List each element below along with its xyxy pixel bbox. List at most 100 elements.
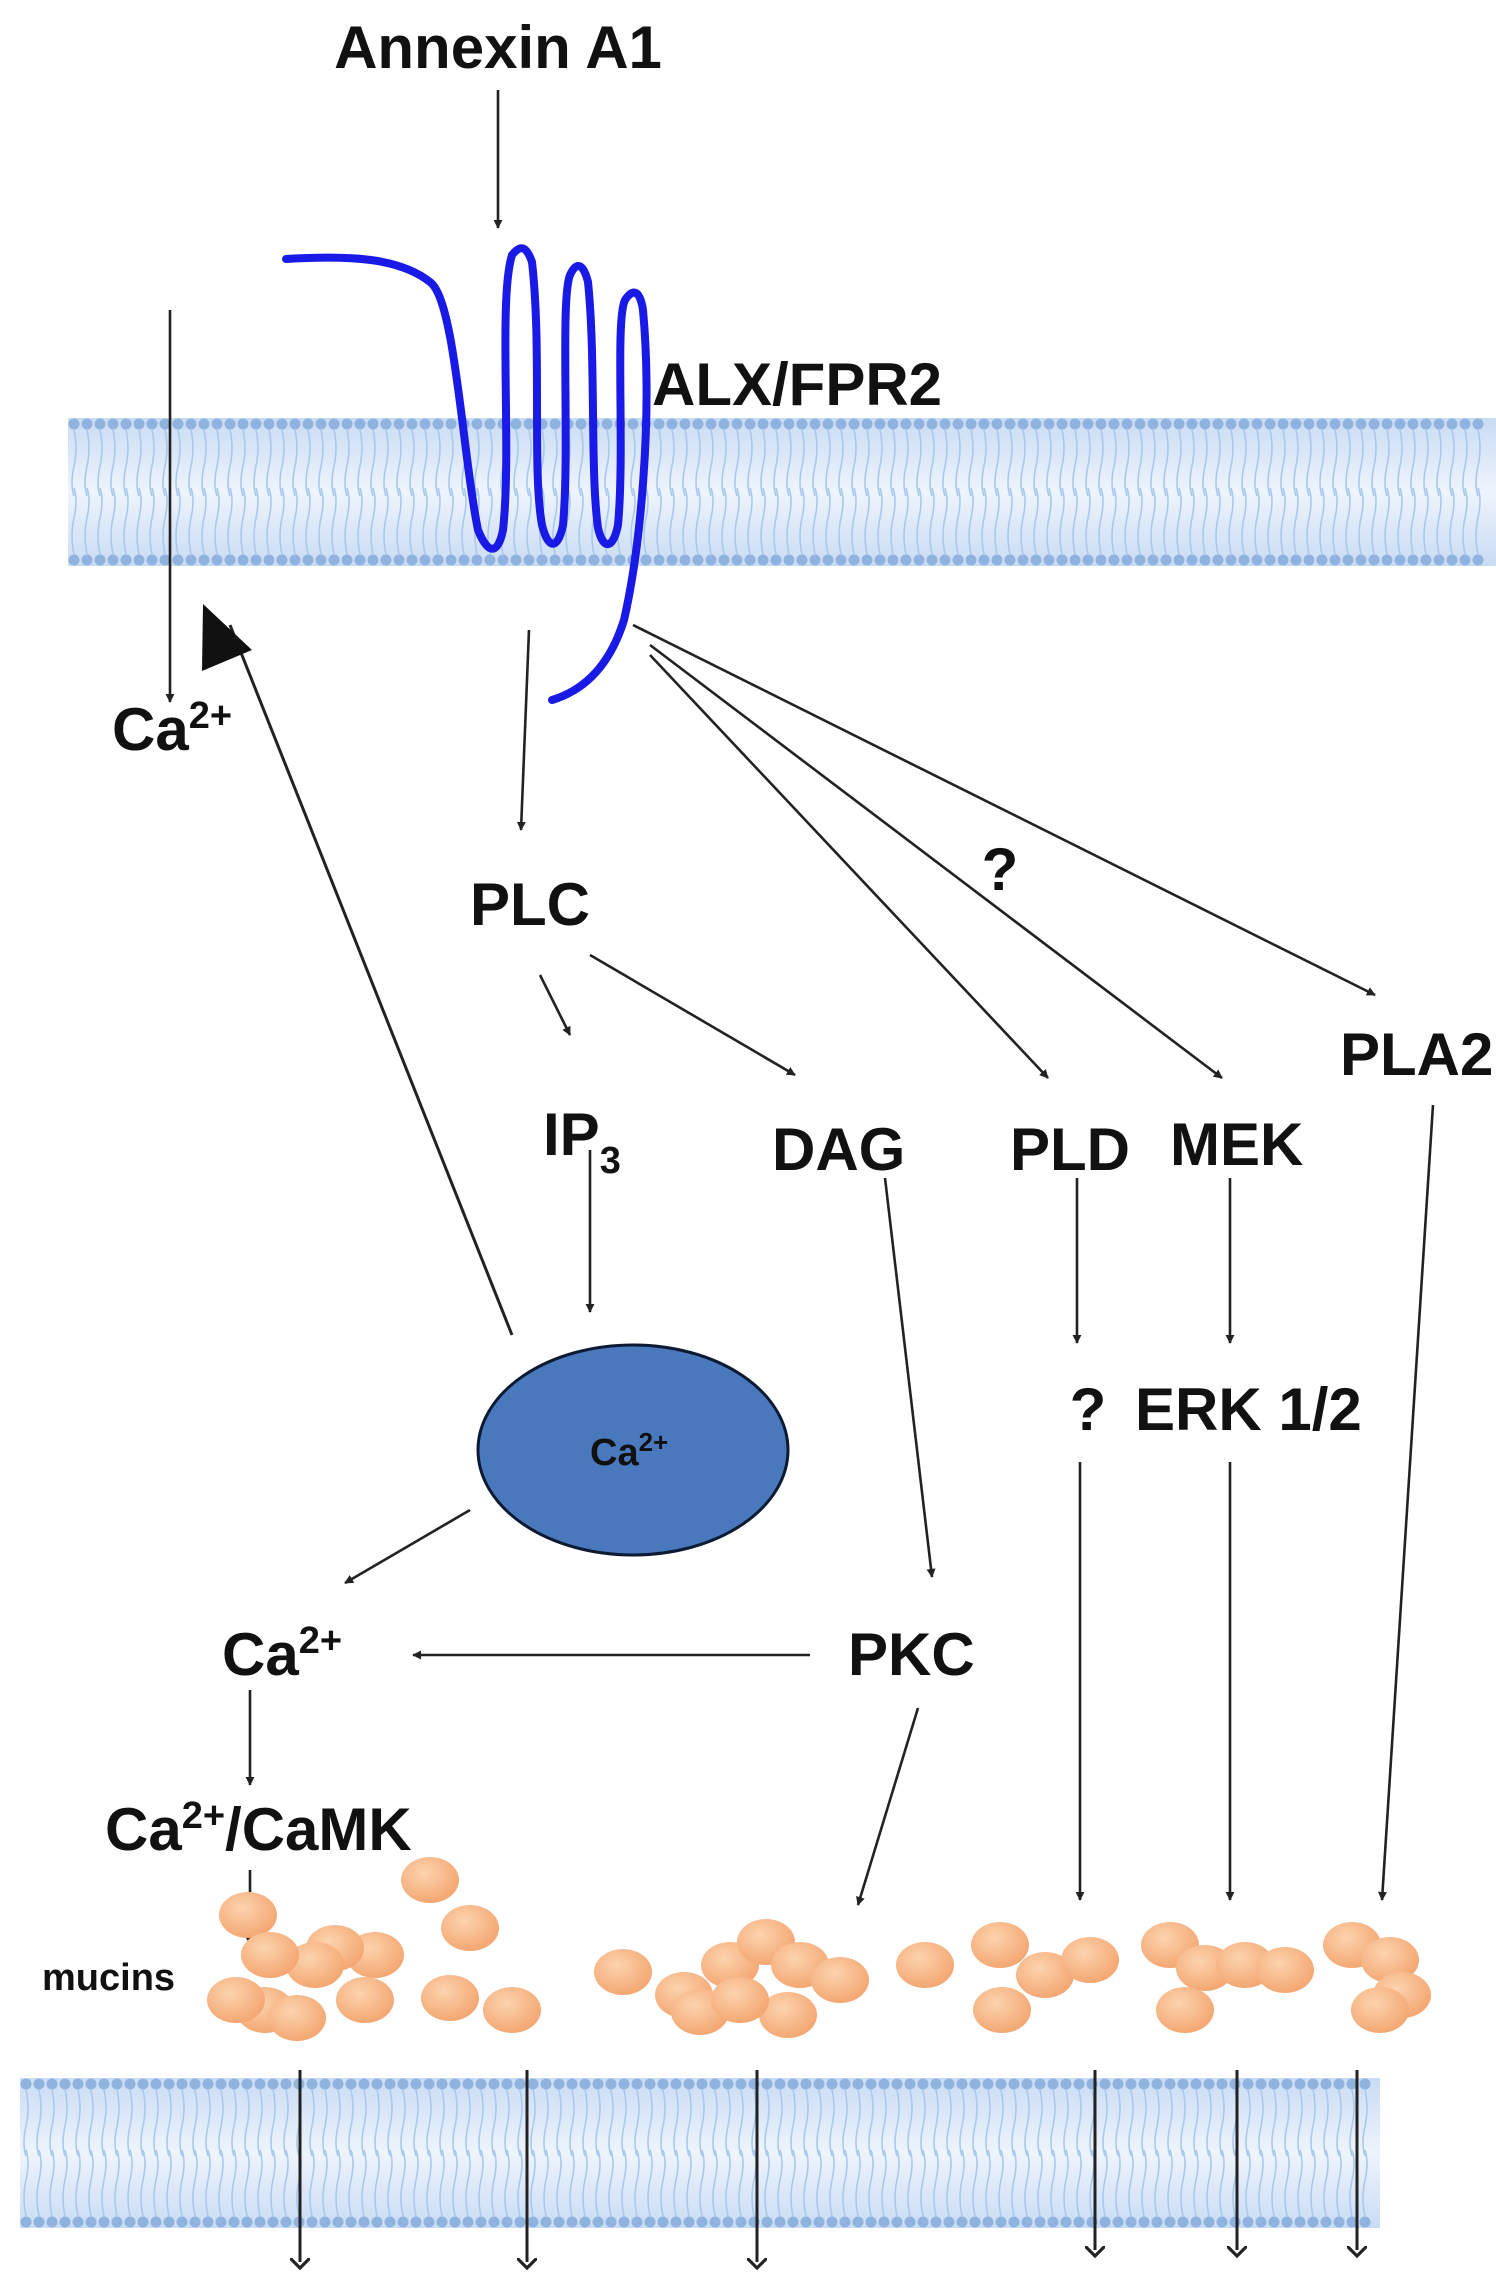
lipid-head	[1099, 2216, 1111, 2228]
store-ca-label: Ca2+	[590, 1427, 668, 1474]
lipid-head	[1264, 418, 1276, 430]
lipid-tail	[1228, 487, 1234, 555]
lipid-tail	[227, 487, 233, 555]
lipid-tail	[933, 2149, 939, 2217]
lipid-head	[692, 418, 704, 430]
lipid-head	[809, 554, 821, 566]
lipid-tail	[1046, 429, 1052, 497]
lipid-tail	[708, 487, 714, 555]
lipid-head	[523, 554, 535, 566]
lipid-head	[406, 554, 418, 566]
lipid-tail	[1284, 2149, 1290, 2217]
lipid-tail	[448, 429, 454, 497]
lipid-tail	[75, 2149, 81, 2217]
secretion-arrows	[300, 2070, 1357, 2262]
lipid-tail	[305, 487, 311, 555]
lipid-tail	[322, 2089, 328, 2157]
lipid-head	[995, 2216, 1007, 2228]
lipid-tail	[1059, 487, 1065, 555]
lipid-head	[718, 418, 730, 430]
lipid-head	[575, 554, 587, 566]
lipid-head	[718, 554, 730, 566]
lipid-tail	[257, 2089, 263, 2157]
lipid-head	[1138, 2078, 1150, 2090]
lipid-head	[943, 2216, 955, 2228]
lipid-tail	[1154, 2089, 1160, 2157]
lipid-head	[224, 554, 236, 566]
lipid-head	[965, 554, 977, 566]
lipid-head	[475, 2216, 487, 2228]
lipid-head	[640, 554, 652, 566]
lipid-head	[254, 2078, 266, 2090]
lipid-tail	[266, 487, 272, 555]
lipid-tail	[1141, 2089, 1147, 2157]
lipid-tail	[374, 2089, 380, 2157]
lipid-tail	[84, 487, 90, 555]
lipid-head	[874, 554, 886, 566]
lipid-head	[978, 554, 990, 566]
lipid-head	[813, 2078, 825, 2090]
lipid-head	[1255, 2216, 1267, 2228]
lipid-tail	[409, 429, 415, 497]
lipid-tail	[1410, 429, 1416, 497]
lipid-tail	[1436, 487, 1442, 555]
lipid-tail	[88, 2149, 94, 2217]
lipid-tail	[1241, 429, 1247, 497]
lipid-tail	[985, 2149, 991, 2217]
lipid-head	[488, 2216, 500, 2228]
mucin-granule	[896, 1942, 954, 1988]
lipid-tail	[1167, 2149, 1173, 2217]
lipid-tail	[396, 487, 402, 555]
lipid-head	[1138, 2216, 1150, 2228]
lipid-head	[484, 418, 496, 430]
lipid-head	[137, 2216, 149, 2228]
lipid-tail	[803, 2089, 809, 2157]
lipid-head	[1316, 418, 1328, 430]
lipid-tail	[114, 2089, 120, 2157]
lipid-tail	[747, 429, 753, 497]
lipid-head	[1368, 554, 1380, 566]
mucin-granule	[1156, 1987, 1214, 2033]
lipid-head	[1212, 554, 1224, 566]
lipid-head	[800, 2078, 812, 2090]
lipid-tail	[1076, 2149, 1082, 2217]
lipid-tail	[812, 429, 818, 497]
lipid-head	[826, 2216, 838, 2228]
lipid-head	[85, 2216, 97, 2228]
lipid-tail	[734, 487, 740, 555]
lipid-head	[952, 418, 964, 430]
lipid-tail	[764, 2149, 770, 2217]
lipid-head	[1433, 554, 1445, 566]
lipid-tail	[946, 2089, 952, 2157]
lipid-head	[835, 418, 847, 430]
lipid-head	[358, 2078, 370, 2090]
lipid-tail	[1098, 487, 1104, 555]
lipid-tail	[1397, 487, 1403, 555]
lipid-tail	[435, 429, 441, 497]
lipid-head	[1056, 554, 1068, 566]
lipid-head	[1290, 418, 1302, 430]
lipid-head	[302, 418, 314, 430]
lipid-tail	[916, 487, 922, 555]
lipid-head	[107, 418, 119, 430]
lipid-tail	[1423, 487, 1429, 555]
lipid-head	[796, 554, 808, 566]
lipid-tail	[903, 429, 909, 497]
lipid-tail	[851, 487, 857, 555]
lipid-tail	[760, 487, 766, 555]
lipid-head	[254, 2216, 266, 2228]
lipid-head	[176, 2078, 188, 2090]
lipid-tail	[188, 429, 194, 497]
plc-label: PLC	[470, 871, 590, 938]
lipid-tail	[370, 487, 376, 555]
lipid-tail	[946, 2149, 952, 2217]
lipid-head	[202, 2216, 214, 2228]
lipid-tail	[920, 2089, 926, 2157]
lipid-head	[1043, 418, 1055, 430]
lipid-tail	[504, 2149, 510, 2217]
lipid-tail	[1358, 429, 1364, 497]
lipid-head	[289, 554, 301, 566]
lipid-head	[85, 2078, 97, 2090]
lipid-head	[33, 2216, 45, 2228]
lipid-tail	[1137, 487, 1143, 555]
